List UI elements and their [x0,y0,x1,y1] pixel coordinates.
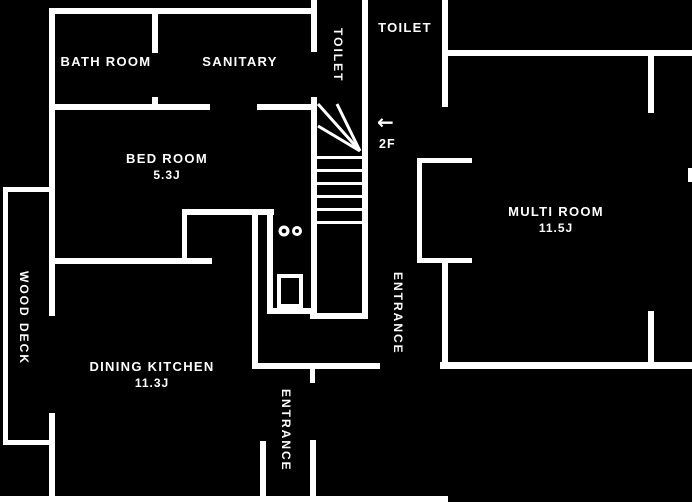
wall-shaft-left-lower [311,97,317,319]
room-label-toilet-upper: TOILET [378,20,432,35]
wall-toilet-right [442,0,448,107]
wall-sanitary-bottom [257,104,317,110]
wall-closet2-top [422,158,472,163]
room-label-entrance-porch: ENTRANCE [279,388,293,472]
wall-top [49,8,317,14]
wall-bottom [0,496,448,502]
room-name: BED ROOM [126,151,208,166]
room-size: 5.3J [153,168,181,182]
room-size: 11.3J [134,376,170,390]
wall-genkan-south [257,363,380,369]
wall-stair-bottom [310,313,368,319]
wall-bath-bottom [49,104,210,110]
wall-shaft-right [362,0,368,313]
room-label-dining-kitchen: DINING KITCHEN 11.3J [72,360,232,390]
stair-tread [317,221,362,224]
wall-shaft-left-upper [311,0,317,52]
stair-tread [317,156,362,159]
stove-burners-icon [278,225,302,237]
stair-tread [317,195,362,198]
wall-closet2-left [417,158,422,263]
wall-multiroom-bottom [440,362,692,369]
wall-dk-partition [252,212,258,369]
wall-wooddeck-top [3,187,49,192]
wall-counter-left [267,212,273,313]
room-size: 11.5J [538,221,574,235]
wall-right-edge-mark [688,168,692,182]
wall-entrance-right [442,263,448,369]
room-label-multi: MULTI ROOM 11.5J [496,205,616,235]
room-name: DINING KITCHEN [89,359,215,374]
wall-bath-partition-lower [152,97,158,110]
stair-tread [317,182,362,185]
stair-tread [317,169,362,172]
kitchen-sink-icon [277,274,303,308]
room-name: MULTI ROOM [508,204,604,219]
staircase [316,103,362,224]
room-label-entrance-hall: ENTRANCE [391,271,405,355]
wall-left-lower [49,413,55,502]
stair-winder-lines [316,103,362,153]
room-label-toilet-stair: TOILET [331,27,345,83]
wall-wooddeck-bottom [3,440,49,445]
wall-closet2-bottom [422,258,472,263]
wall-porch-stub [310,369,315,383]
stair-tread [317,208,362,211]
stair-floor-label: 2F [379,137,396,151]
wall-bath-partition-upper [152,8,158,53]
stair-up-arrow-icon: ← [377,110,394,134]
room-label-bath: BATH ROOM [60,54,152,69]
wall-porch-right [310,440,316,498]
wall-multiroom-top [447,50,692,56]
wall-multi-stub-top [648,56,654,113]
wall-porch-left [260,441,266,498]
kitchen-fixtures [277,225,303,308]
wall-wooddeck-left [3,187,8,445]
wall-multi-stub-bottom [648,311,654,366]
wall-bedroom-bottom [49,258,212,264]
room-label-bed: BED ROOM 5.3J [117,152,217,182]
wall-closet-top [182,209,274,215]
room-label-sanitary: SANITARY [202,54,278,69]
wall-counter-bottom [267,308,312,314]
room-label-wood-deck: WOOD DECK [17,271,31,365]
wall-closet-left [182,209,187,263]
wall-left-upper [49,8,55,316]
